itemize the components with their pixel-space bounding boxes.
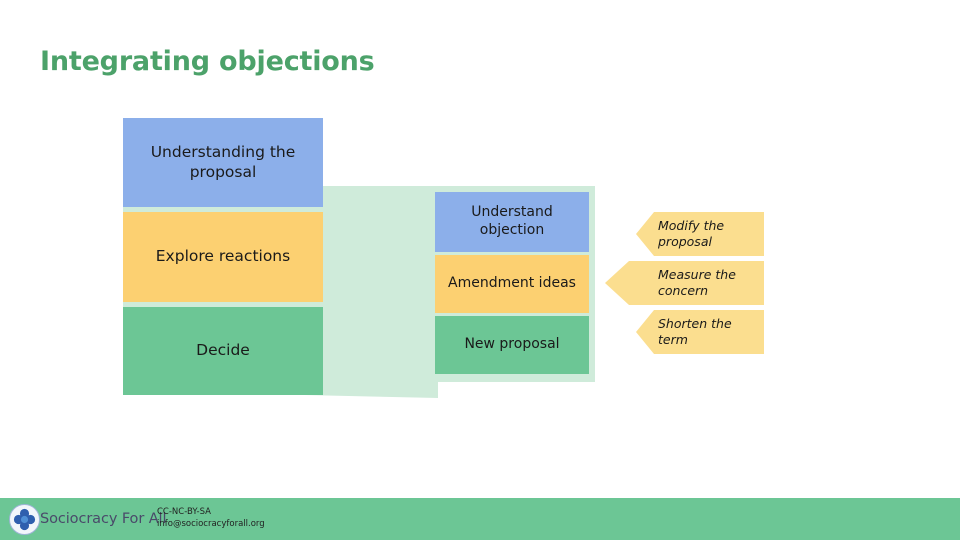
- page-title: Integrating objections: [40, 46, 375, 77]
- footer-email: info@sociocracyforall.org: [157, 519, 265, 530]
- stage-box-label: Understanding the proposal: [150, 143, 296, 181]
- stage-box-label: Explore reactions: [155, 247, 291, 266]
- callout-arrow-measure-the-concern[interactable]: Measure the concern: [605, 261, 764, 305]
- callout-label-line2: concern: [658, 283, 709, 298]
- detail-box-new-proposal[interactable]: New proposal: [435, 316, 589, 374]
- footer-band: [0, 498, 960, 540]
- callout-arrow-shorten-the-term[interactable]: Shorten the term: [636, 310, 764, 354]
- arrow-left-icon: [636, 212, 764, 256]
- callout-arrow-modify-the-proposal[interactable]: Modify the proposal: [636, 212, 764, 256]
- detail-box-label: Understand objection: [471, 204, 553, 238]
- detail-box-label: New proposal: [464, 336, 560, 353]
- callout-label-line1: Shorten the: [658, 316, 732, 331]
- callout-label-line1: Modify the: [658, 218, 725, 233]
- arrow-left-icon: [636, 310, 764, 354]
- detail-box-understand-objection[interactable]: Understand objection: [435, 192, 589, 252]
- detail-box-amendment-ideas[interactable]: Amendment ideas: [435, 255, 589, 313]
- stage-box-understanding-the-proposal[interactable]: Understanding the proposal: [123, 118, 323, 207]
- stage-box-explore-reactions[interactable]: Explore reactions: [123, 212, 323, 302]
- callout-label-line2: term: [658, 332, 688, 347]
- callout-label-line1: Measure the: [658, 267, 736, 282]
- stage-box-label: Decide: [196, 341, 250, 360]
- callout-arrow-group: Modify the proposal Measure the concern …: [600, 210, 780, 365]
- footer-license: CC-NC-BY-SA: [157, 507, 211, 517]
- sociocracy-logo-icon: [9, 504, 40, 535]
- arrow-left-icon: [605, 261, 764, 305]
- callout-label: Modify the proposal: [658, 212, 758, 256]
- callout-label: Measure the concern: [658, 261, 758, 305]
- footer-brand-name: Sociocracy For All: [40, 511, 167, 527]
- stage-box-decide[interactable]: Decide: [123, 307, 323, 395]
- callout-label-line2: proposal: [658, 234, 712, 249]
- callout-label: Shorten the term: [658, 310, 758, 354]
- footer-meta: CC-NC-BY-SA info@sociocracyforall.org: [157, 506, 265, 531]
- detail-box-label: Amendment ideas: [448, 275, 576, 292]
